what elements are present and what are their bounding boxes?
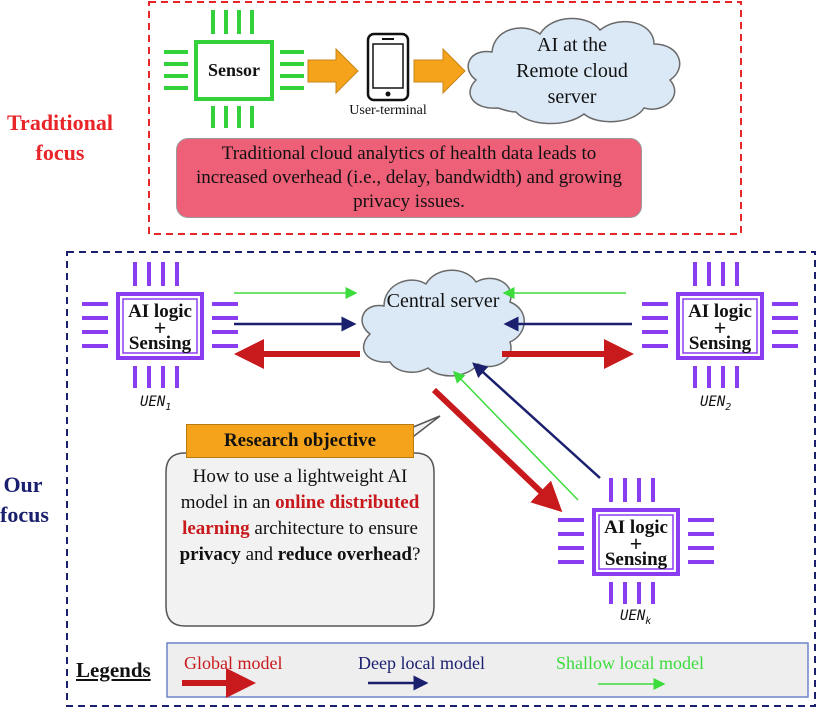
research-question: How to use a lightweight AI model in an … xyxy=(172,464,428,568)
central-server-label: Central server xyxy=(386,290,500,312)
uenk-chip-label: AI logic + Sensing xyxy=(599,518,673,570)
traditional-issue-note: Traditional cloud analytics of health da… xyxy=(176,138,642,218)
traditional-section-border xyxy=(148,1,742,235)
legend-global-label: Global model xyxy=(184,653,283,673)
uen1-label: UEN1 xyxy=(140,394,171,413)
question-part1: How to use a lightweight AI model in an xyxy=(180,466,408,513)
legend-deep-label: Deep local model xyxy=(358,653,485,673)
our-focus-label: Our focus xyxy=(0,472,49,527)
uen1-chip-label: AI logic + Sensing xyxy=(123,302,197,354)
uenk-deep-upload-arrow xyxy=(472,362,601,479)
legend-box xyxy=(166,642,809,698)
question-part2: architecture to ensure xyxy=(254,518,418,539)
question-privacy: privacy xyxy=(179,544,241,565)
remote-cloud-icon xyxy=(467,17,681,125)
remote-cloud-label: AI at the Remote cloud server xyxy=(516,34,628,108)
legend-shallow-label: Shallow local model xyxy=(556,653,704,673)
uenk-subscript: k xyxy=(645,615,652,627)
chip-line2: Sensing xyxy=(604,549,668,570)
chip-plus: + xyxy=(153,315,167,340)
chip-line1: AI logic xyxy=(128,301,192,322)
chip-line1: AI logic xyxy=(604,517,668,538)
uen2-label: UEN2 xyxy=(700,394,731,413)
sensor-chip-icon xyxy=(164,10,304,128)
uenk-shallow-upload-arrow xyxy=(452,370,579,501)
chip-plus: + xyxy=(713,315,727,340)
uenk-chip-icon xyxy=(558,478,714,604)
uen1-chip-icon xyxy=(82,262,238,388)
question-and: and xyxy=(245,544,273,565)
uen-prefix: UEN xyxy=(700,394,726,410)
uen-prefix: UEN xyxy=(140,394,166,410)
uen-prefix: UEN xyxy=(620,608,646,624)
sensor-label: Sensor xyxy=(207,60,260,80)
terminal-to-cloud-arrow xyxy=(413,47,466,95)
uen2-subscript: 2 xyxy=(725,401,732,413)
chip-line2: Sensing xyxy=(128,333,192,354)
smartphone-icon xyxy=(366,32,410,102)
sensor-to-terminal-arrow xyxy=(307,47,359,95)
objective-speech-bubble xyxy=(165,415,441,627)
chip-line2: Sensing xyxy=(688,333,752,354)
uenk-label: UENk xyxy=(620,608,651,627)
uen1-subscript: 1 xyxy=(165,401,172,413)
our-section-border xyxy=(66,251,816,707)
question-reduce-overhead: reduce overhead xyxy=(277,544,412,565)
research-objective-header: Research objective xyxy=(186,424,414,458)
question-highlight: online distributed learning xyxy=(182,492,420,539)
uen2-chip-label: AI logic + Sensing xyxy=(683,302,757,354)
question-end: ? xyxy=(411,544,421,565)
user-terminal-label: User-terminal xyxy=(349,103,427,118)
central-server-cloud-icon xyxy=(361,269,525,377)
uen2-chip-icon xyxy=(642,262,798,388)
legend-title: Legends xyxy=(76,658,151,682)
uenk-global-download-arrow xyxy=(431,387,563,513)
chip-line1: AI logic xyxy=(688,301,752,322)
traditional-focus-label: Traditional focus xyxy=(7,110,113,165)
chip-plus: + xyxy=(629,531,643,556)
